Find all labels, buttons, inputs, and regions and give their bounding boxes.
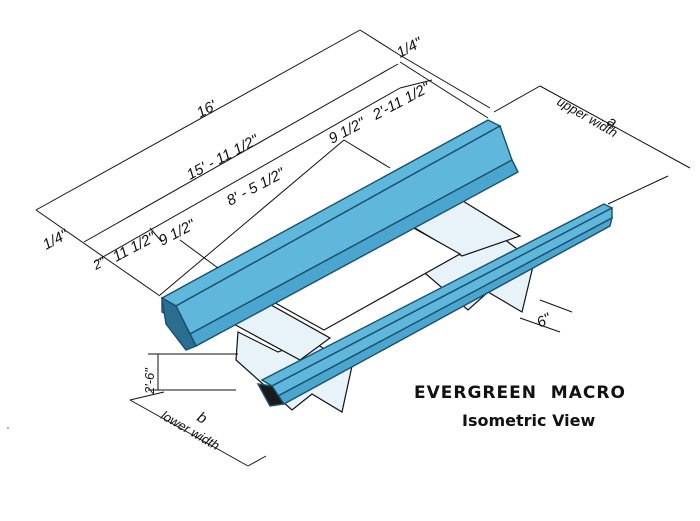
dimension-lines (35, 29, 691, 467)
drawing-subtitle: Isometric View (462, 411, 596, 430)
lower-rail-end (256, 383, 286, 407)
dim-height: 2'-6" (142, 367, 157, 395)
dim-left-overhang: 11 1/2" (110, 229, 159, 266)
dim-right-overhang: 2'-11 1/2" (369, 79, 433, 124)
dim-leg-width: 6" (534, 310, 555, 332)
margin-dot (7, 427, 9, 429)
dim-left-support: 9 1/2" (156, 216, 199, 249)
drawing-title: EVERGREEN MACRO (414, 383, 626, 403)
dim-overall-length: 16' (194, 97, 220, 122)
dim-inner-length: 15' - 11 1/2" (184, 131, 262, 183)
dim-lower-width-label: lower width (159, 408, 223, 454)
lower-rail (256, 203, 614, 407)
dim-left-small: 2" (89, 253, 109, 273)
upper-rail (160, 119, 519, 351)
dim-end-offset-top: 1/4" (394, 34, 426, 62)
upper-rail-end (161, 296, 197, 351)
dim-end-offset-left: 1/4" (40, 226, 72, 254)
dim-center-span: 8' - 5 1/2" (224, 165, 288, 210)
